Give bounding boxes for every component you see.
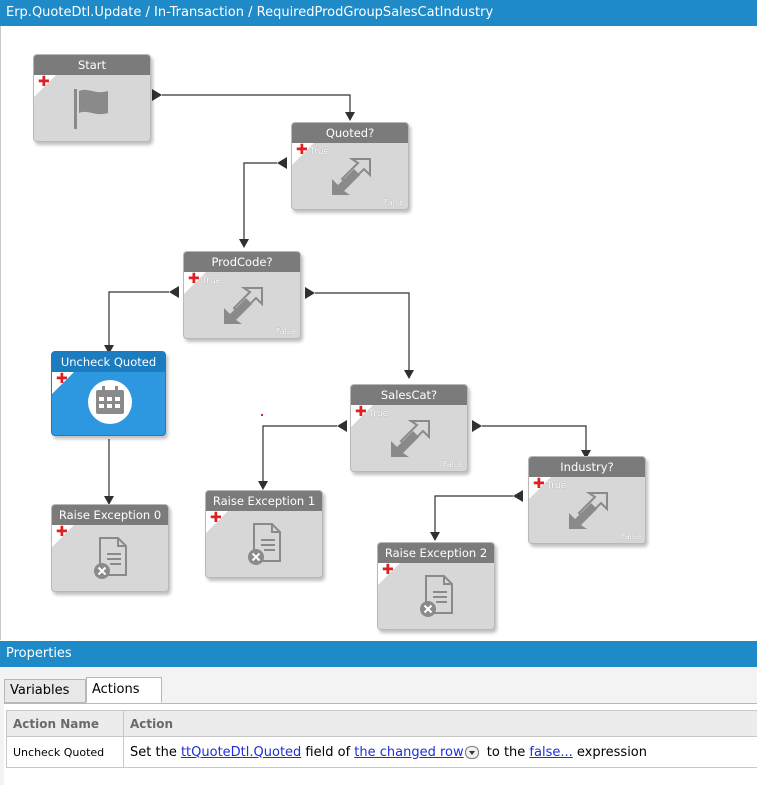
node-corner: [52, 525, 74, 547]
node-raise-exception-2[interactable]: Raise Exception 2 ✚: [377, 542, 495, 630]
port-salescat-false: [472, 420, 482, 432]
action-text: expression: [572, 744, 648, 760]
node-raise-exception-1[interactable]: Raise Exception 1 ✚: [205, 490, 323, 578]
add-branch-icon[interactable]: ✚: [296, 142, 308, 158]
table-row[interactable]: Uncheck Quoted Set the ttQuoteDtl.Quoted…: [6, 736, 757, 768]
port-start-out: [152, 89, 162, 101]
action-text: Set the: [130, 744, 181, 760]
node-corner: [292, 143, 314, 165]
condition-arrows-icon: [391, 420, 430, 457]
node-corner: [378, 563, 400, 585]
tab-actions[interactable]: Actions: [86, 677, 162, 703]
connector-prodcode-salescat: [315, 292, 410, 372]
arrowhead-4: [404, 370, 414, 379]
add-branch-icon[interactable]: ✚: [56, 371, 68, 387]
port-prodcode-true: [169, 286, 179, 298]
document-error-icon: [248, 523, 281, 565]
node-raise-exception-1-title: Raise Exception 1: [206, 491, 322, 511]
connector-start-quoted: [162, 94, 351, 114]
flag-icon: [74, 89, 108, 129]
workflow-canvas[interactable]: Start ✚ Quoted? ✚ True False ProdCode? ✚…: [0, 26, 757, 640]
action-description-cell[interactable]: Set the ttQuoteDtl.Quoted field of the c…: [123, 736, 757, 768]
tab-variables[interactable]: Variables: [4, 679, 86, 703]
node-industry-title: Industry?: [529, 457, 645, 477]
connector-prodcode-uncheck: [108, 291, 169, 347]
node-corner: [351, 405, 373, 427]
node-prodcode[interactable]: ProdCode? ✚ True False: [183, 251, 301, 339]
properties-panel-title: Properties: [0, 641, 757, 667]
condition-arrows-icon: [332, 158, 371, 195]
true-label: True: [547, 481, 567, 491]
false-label: False: [620, 532, 641, 541]
true-label: True: [202, 276, 222, 286]
arrowhead-7: [581, 450, 591, 459]
calendar-icon: [88, 380, 132, 424]
node-uncheck-quoted[interactable]: Uncheck Quoted ✚: [51, 351, 166, 436]
port-prodcode-false: [305, 287, 315, 299]
add-branch-icon[interactable]: ✚: [188, 271, 200, 287]
node-prodcode-title: ProdCode?: [184, 252, 300, 272]
add-branch-icon[interactable]: ✚: [210, 510, 222, 526]
arrowhead-8: [430, 532, 440, 541]
port-quoted-true: [277, 157, 287, 169]
false-label: False: [442, 460, 463, 469]
row-link[interactable]: the changed row: [354, 744, 464, 760]
action-text: to the: [482, 744, 530, 760]
node-raise-exception-2-title: Raise Exception 2: [378, 543, 494, 563]
chevron-down-icon[interactable]: [464, 745, 479, 759]
node-quoted-title: Quoted?: [292, 123, 408, 143]
properties-panel: Variables Actions Action Name Action Unc…: [0, 667, 757, 785]
condition-arrows-icon: [224, 287, 263, 324]
add-branch-icon[interactable]: ✚: [38, 74, 50, 90]
true-label: True: [369, 409, 389, 419]
arrowhead-3: [104, 345, 114, 354]
node-salescat[interactable]: SalesCat? ✚ True False: [350, 384, 468, 472]
condition-arrows-icon: [569, 492, 608, 529]
column-header-action[interactable]: Action: [123, 710, 757, 737]
port-industry-true: [513, 490, 523, 502]
node-start[interactable]: Start ✚: [33, 54, 151, 142]
action-name-cell[interactable]: Uncheck Quoted: [6, 736, 124, 768]
add-branch-icon[interactable]: ✚: [382, 562, 394, 578]
grid-header-row: Action Name Action: [6, 710, 757, 737]
node-salescat-title: SalesCat?: [351, 385, 467, 405]
node-corner: [52, 372, 74, 394]
node-raise-exception-0-title: Raise Exception 0: [52, 505, 168, 525]
column-header-action-name[interactable]: Action Name: [6, 710, 124, 737]
node-corner: [206, 511, 228, 533]
port-salescat-true: [337, 420, 347, 432]
false-label: False: [383, 198, 404, 207]
false-label: False: [275, 327, 296, 336]
node-raise-exception-0[interactable]: Raise Exception 0 ✚: [51, 504, 169, 592]
arrowhead-6: [258, 481, 268, 490]
node-corner: [34, 75, 56, 97]
arrowhead-1: [345, 112, 355, 121]
action-text: field of: [301, 744, 355, 760]
node-corner: [184, 272, 206, 294]
node-corner: [529, 477, 551, 499]
node-industry[interactable]: Industry? ✚ True False: [528, 456, 646, 544]
workflow-connectors: [104, 89, 591, 541]
actions-grid-area: Action Name Action Uncheck Quoted Set th…: [4, 703, 757, 785]
node-quoted[interactable]: Quoted? ✚ True False: [291, 122, 409, 210]
add-branch-icon[interactable]: ✚: [56, 524, 68, 540]
connector-quoted-prodcode: [243, 162, 277, 241]
canvas-marker: [261, 414, 263, 416]
true-label: True: [310, 147, 330, 157]
add-branch-icon[interactable]: ✚: [355, 404, 367, 420]
document-error-icon: [420, 575, 453, 617]
add-branch-icon[interactable]: ✚: [533, 476, 545, 492]
connector-salescat-industry: [482, 425, 587, 452]
arrowhead-5: [104, 496, 114, 505]
expression-link[interactable]: false...: [529, 744, 573, 760]
window-title: Erp.QuoteDtl.Update / In-Transaction / R…: [0, 0, 757, 26]
document-error-icon: [94, 537, 127, 579]
arrowhead-2: [239, 239, 249, 248]
node-uncheck-quoted-title: Uncheck Quoted: [52, 352, 165, 372]
field-link[interactable]: ttQuoteDtl.Quoted: [180, 744, 302, 760]
node-start-title: Start: [34, 55, 150, 75]
connector-industry-raise2: [434, 495, 513, 534]
connector-salescat-raise1: [262, 425, 337, 483]
actions-grid: Action Name Action Uncheck Quoted Set th…: [6, 710, 757, 768]
